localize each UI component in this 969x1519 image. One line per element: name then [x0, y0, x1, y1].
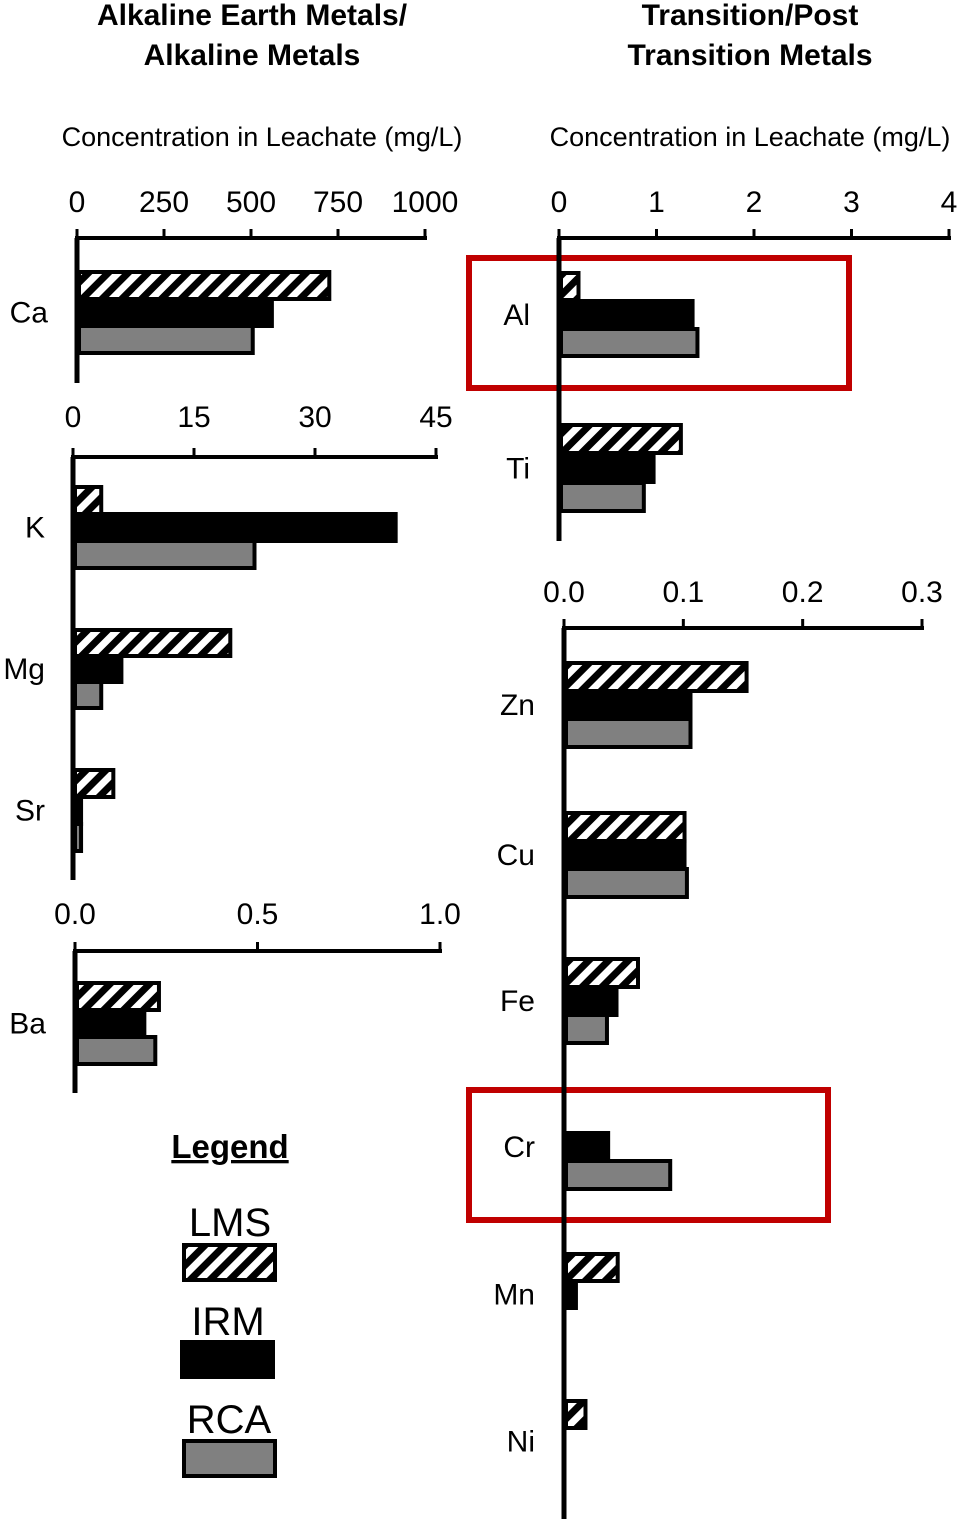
left-header-line-2: Alkaline Metals — [144, 39, 361, 72]
category-label-sr: Sr — [15, 795, 45, 828]
category-label-fe: Fe — [500, 985, 535, 1018]
bar-ba-lms — [75, 981, 161, 1012]
tick-label: 0 — [65, 401, 82, 434]
category-label-cu: Cu — [497, 839, 535, 872]
tick-label: 3 — [843, 186, 860, 219]
tick-label: 1 — [648, 186, 665, 219]
bar-sr-rca — [73, 822, 84, 853]
legend: Legend LMS IRM RCA — [171, 1128, 289, 1478]
category-label-k: K — [25, 512, 45, 545]
tick-label: 15 — [177, 401, 210, 434]
tick-label: 250 — [139, 186, 189, 219]
panel-0: Ca 0 250 500 750 1000 — [10, 186, 459, 383]
bar-al-rca — [559, 327, 700, 358]
bar-ba-rca — [75, 1035, 158, 1066]
bar-cu-lms — [564, 811, 687, 843]
legend-label-rca: RCA — [187, 1398, 272, 1442]
panel-2: Ba 0.0 0.5 1.0 — [9, 898, 461, 1093]
tick-label: 500 — [226, 186, 276, 219]
highlight-box-al — [466, 255, 852, 391]
bar-fe-lms — [564, 957, 640, 989]
tick-label: 0.0 — [54, 898, 96, 931]
left-header-line-1: Alkaline Earth Metals/ — [97, 0, 408, 32]
legend-title: Legend — [171, 1128, 288, 1165]
bar-ti-rca — [559, 481, 646, 513]
right-axis-label: Concentration in Leachate (mg/L) — [550, 122, 951, 152]
legend-swatch-irm — [180, 1340, 275, 1379]
tick-label: 0 — [69, 186, 86, 219]
category-label-zn: Zn — [500, 689, 535, 722]
bar-zn-lms — [564, 661, 749, 693]
tick-label: 0.3 — [901, 576, 943, 609]
bar-ca-rca — [77, 324, 255, 355]
bar-sr-irm — [73, 795, 84, 826]
bar-mg-lms — [73, 628, 233, 658]
category-label-ni: Ni — [507, 1426, 535, 1459]
legend-swatch-rca — [182, 1439, 277, 1478]
bar-ba-irm — [75, 1008, 147, 1039]
bar-ni-lms — [564, 1399, 588, 1430]
tick-label: 4 — [941, 186, 958, 219]
bar-al-irm — [559, 299, 695, 330]
right-header-line-1: Transition/Post — [642, 0, 859, 32]
tick-label: 1.0 — [419, 898, 461, 931]
right-header-line-2: Transition Metals — [627, 39, 872, 72]
bar-k-rca — [73, 539, 257, 570]
category-label-al: Al — [503, 299, 530, 332]
tick-label: 45 — [419, 401, 452, 434]
bar-cu-irm — [564, 839, 687, 871]
bar-ca-irm — [77, 297, 274, 328]
tick-label: 0.1 — [662, 576, 704, 609]
bar-fe-rca — [564, 1013, 609, 1045]
tick-label: 0.2 — [782, 576, 824, 609]
category-label-ti: Ti — [506, 453, 530, 486]
category-label-cr: Cr — [503, 1131, 535, 1164]
tick-label: 30 — [298, 401, 331, 434]
bar-zn-irm — [564, 689, 693, 721]
category-label-mg: Mg — [3, 653, 45, 686]
bar-cr-rca — [564, 1159, 673, 1191]
bar-cu-rca — [564, 867, 689, 899]
bar-ti-irm — [559, 452, 656, 484]
left-axis-label: Concentration in Leachate (mg/L) — [62, 122, 463, 152]
tick-label: 750 — [313, 186, 363, 219]
tick-label: 1000 — [392, 186, 459, 219]
category-label-mn: Mn — [493, 1279, 535, 1312]
tick-label: 2 — [746, 186, 763, 219]
bar-ti-lms — [559, 423, 683, 455]
bar-mn-lms — [564, 1252, 620, 1283]
legend-label-irm: IRM — [191, 1300, 264, 1344]
legend-label-lms: LMS — [189, 1201, 271, 1245]
legend-swatch-lms — [182, 1243, 277, 1282]
tick-label: 0 — [551, 186, 568, 219]
bar-cr-irm — [564, 1131, 611, 1163]
bar-fe-irm — [564, 985, 619, 1017]
bar-k-irm — [73, 512, 398, 543]
bar-mg-irm — [73, 654, 124, 684]
category-label-ba: Ba — [9, 1008, 46, 1041]
highlight-box-cr — [466, 1087, 831, 1223]
bar-sr-lms — [73, 768, 116, 799]
bar-k-lms — [73, 485, 104, 516]
tick-label: 0.5 — [237, 898, 279, 931]
bar-al-lms — [559, 271, 581, 302]
bar-zn-rca — [564, 717, 693, 749]
category-label-ca: Ca — [10, 297, 49, 330]
bar-ca-lms — [77, 270, 332, 301]
bar-mn-irm — [564, 1279, 578, 1310]
tick-label: 0.0 — [543, 576, 585, 609]
bar-mg-rca — [73, 680, 104, 710]
